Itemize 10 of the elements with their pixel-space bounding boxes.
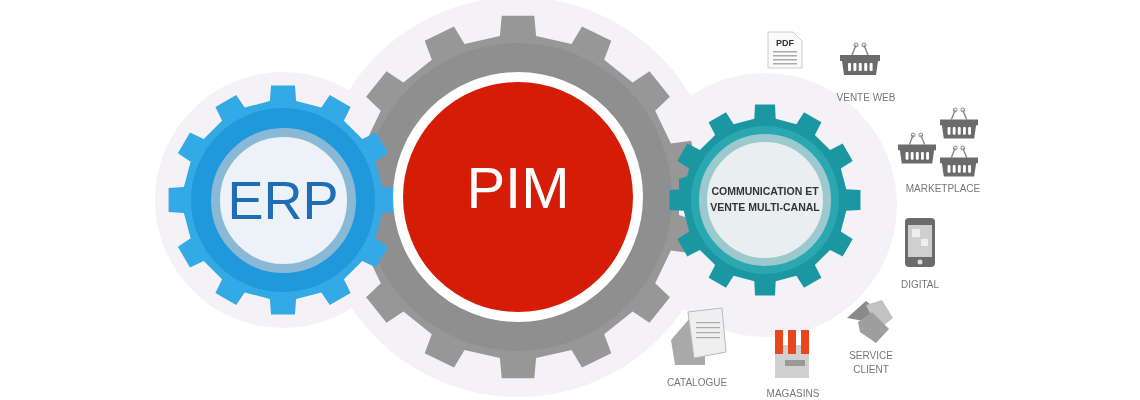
- channel-label: MARKETPLACE: [905, 183, 981, 194]
- gear-label: COMMUNICATION ET VENTE MULTI-CANAL: [709, 184, 821, 215]
- channel-label: VENTE WEB: [836, 92, 896, 103]
- gear-label: PIM: [466, 153, 570, 222]
- channel-label: SERVICE CLIENT: [848, 349, 894, 376]
- gear-label: ERP: [227, 168, 339, 232]
- channel-label: CATALOGUE: [666, 377, 728, 388]
- channel-label: DIGITAL: [900, 279, 940, 290]
- channel-label: MAGASINS: [766, 388, 820, 399]
- file-type-label: PDF: [776, 38, 794, 48]
